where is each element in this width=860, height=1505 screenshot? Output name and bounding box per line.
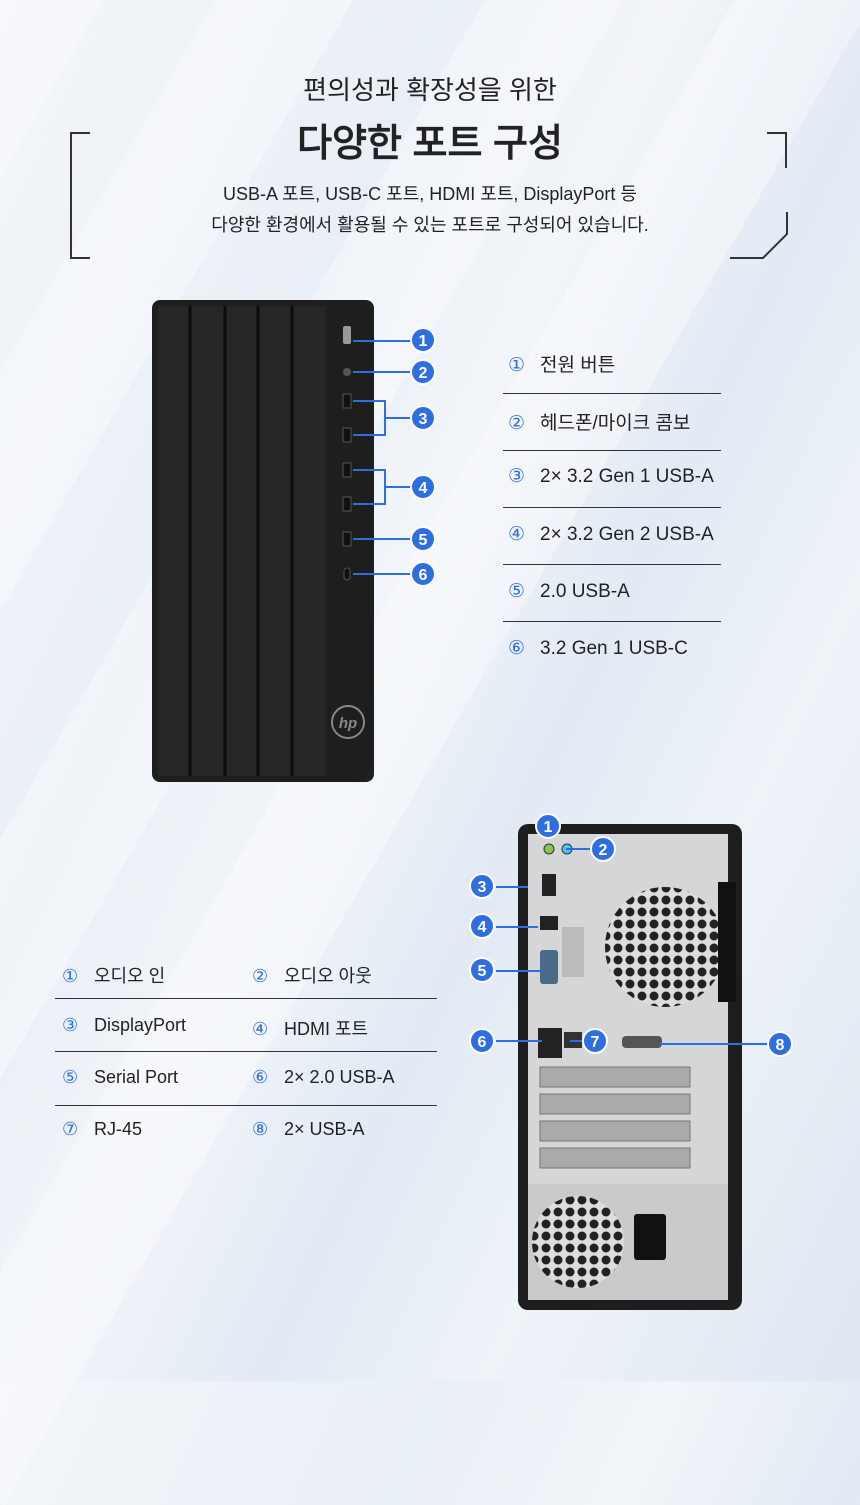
rear-tower-image bbox=[518, 824, 742, 1310]
front-marker-4: 4 bbox=[410, 474, 436, 500]
rear-marker-5: 5 bbox=[469, 957, 495, 983]
left-bracket bbox=[70, 132, 90, 259]
rear-marker-4: 4 bbox=[469, 913, 495, 939]
svg-text:hp: hp bbox=[339, 715, 357, 732]
front-marker-2: 2 bbox=[410, 359, 436, 385]
rear-marker-1: 1 bbox=[535, 813, 561, 839]
right-bracket-top bbox=[767, 132, 787, 168]
right-bracket-bottom bbox=[730, 212, 788, 259]
rear-marker-6: 6 bbox=[469, 1028, 495, 1054]
description-line-1: USB-A 포트, USB-C 포트, HDMI 포트, DisplayPort… bbox=[223, 184, 637, 204]
page-title: 다양한 포트 구성 bbox=[297, 123, 563, 165]
front-marker-5: 5 bbox=[410, 526, 436, 552]
front-marker-3: 3 bbox=[410, 405, 436, 431]
rear-marker-2: 2 bbox=[590, 836, 616, 862]
rear-marker-3: 3 bbox=[469, 873, 495, 899]
front-marker-6: 6 bbox=[410, 561, 436, 587]
front-tower-image: hp bbox=[152, 300, 374, 782]
rear-marker-7: 7 bbox=[582, 1028, 608, 1054]
subtitle: 편의성과 확장성을 위한 bbox=[303, 75, 557, 105]
rear-marker-8: 8 bbox=[767, 1031, 793, 1057]
description-line-2: 다양한 환경에서 활용될 수 있는 포트로 구성되어 있습니다. bbox=[211, 215, 649, 235]
front-marker-1: 1 bbox=[410, 327, 436, 353]
